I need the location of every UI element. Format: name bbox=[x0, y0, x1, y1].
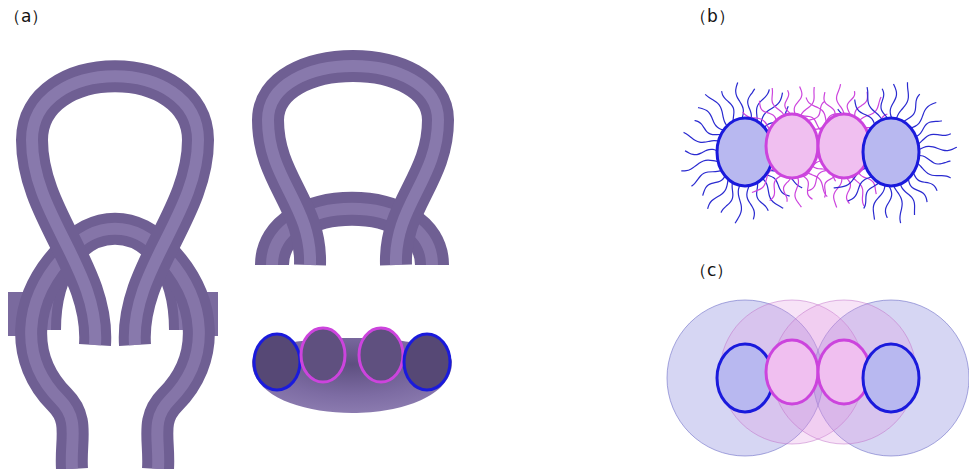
hair-fiber bbox=[748, 89, 755, 119]
hair-fiber bbox=[825, 176, 836, 198]
fiber-core bbox=[717, 118, 773, 186]
hair-fiber bbox=[911, 103, 936, 129]
fiber-core bbox=[766, 114, 818, 178]
hair-fiber bbox=[894, 186, 903, 223]
hair-fiber bbox=[913, 172, 937, 190]
hair-fiber bbox=[684, 132, 719, 142]
fiber-section bbox=[359, 328, 403, 382]
single-loop bbox=[268, 66, 438, 265]
hair-fiber bbox=[847, 91, 855, 115]
panel-label: （b） bbox=[690, 8, 735, 25]
tube-highlight bbox=[268, 66, 438, 265]
tube-highlight bbox=[157, 250, 199, 469]
tube-highlight bbox=[31, 250, 73, 469]
tube bbox=[157, 250, 199, 469]
fiber-core bbox=[717, 344, 773, 412]
hair-fiber bbox=[795, 177, 801, 207]
hairy-fibers bbox=[681, 82, 957, 223]
hair-fiber bbox=[890, 84, 896, 118]
fiber-section bbox=[404, 334, 450, 390]
hair-fiber bbox=[834, 178, 842, 208]
hair-fiber bbox=[864, 183, 879, 209]
hair-fiber bbox=[806, 97, 826, 122]
hair-fiber bbox=[736, 82, 744, 118]
panel-label: （a） bbox=[4, 8, 48, 25]
panel-label: （c） bbox=[690, 262, 733, 279]
hair-fiber bbox=[703, 176, 725, 196]
fiber-core bbox=[766, 340, 818, 404]
fiber-core bbox=[863, 118, 919, 186]
hair-fiber bbox=[918, 134, 950, 144]
fiber-cores bbox=[717, 114, 919, 186]
hair-fiber bbox=[772, 88, 784, 115]
hair-fiber bbox=[747, 186, 755, 220]
hair-fiber bbox=[691, 170, 721, 186]
fiber-section bbox=[254, 334, 300, 390]
hair-fiber bbox=[770, 175, 782, 200]
fiber-core bbox=[863, 344, 919, 412]
hair-fiber bbox=[873, 185, 885, 219]
hair-fiber bbox=[802, 175, 812, 199]
tube-highlight bbox=[32, 76, 198, 345]
interaction-zones bbox=[667, 300, 969, 456]
hair-fiber bbox=[783, 178, 790, 202]
hair-fiber bbox=[681, 160, 718, 171]
fiber-section bbox=[301, 328, 345, 382]
hair-fiber bbox=[919, 155, 951, 164]
hair-fiber bbox=[759, 101, 776, 121]
tube bbox=[32, 76, 198, 345]
hair-fiber bbox=[824, 92, 835, 116]
hair-fiber bbox=[685, 149, 717, 154]
hair-fiber bbox=[785, 90, 791, 114]
hair-fiber bbox=[808, 170, 827, 191]
tube bbox=[31, 250, 73, 469]
hair-fiber bbox=[705, 94, 727, 125]
cross-section bbox=[252, 328, 452, 413]
hair-fiber bbox=[881, 89, 888, 118]
hair-fiber bbox=[848, 177, 872, 201]
hair-fiber bbox=[900, 184, 914, 215]
hair-fiber bbox=[918, 163, 951, 178]
hair-fiber bbox=[919, 146, 957, 150]
hair-fiber bbox=[698, 108, 723, 131]
knit-loops bbox=[8, 76, 218, 469]
hair-fiber bbox=[735, 186, 741, 224]
tube bbox=[268, 66, 438, 265]
hair-fiber bbox=[896, 82, 908, 118]
hair-fiber bbox=[903, 94, 919, 121]
hair-fiber bbox=[794, 87, 802, 115]
hair-fiber bbox=[867, 87, 882, 120]
hair-fiber bbox=[722, 91, 734, 121]
hair-fiber bbox=[885, 186, 891, 218]
